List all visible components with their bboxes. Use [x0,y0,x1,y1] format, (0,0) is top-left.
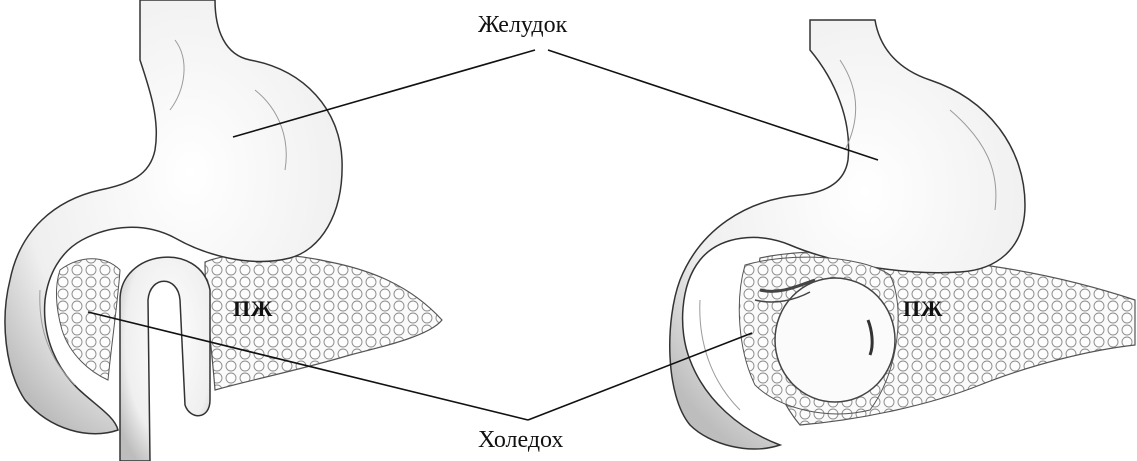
left-figure [5,0,442,461]
pancreas-label-left: ПЖ [233,296,273,322]
resected-lumen-right [775,278,895,402]
right-figure [670,20,1135,449]
common-bile-duct-label: Холедох [478,427,563,454]
pancreas-head-left [56,259,120,380]
pancreas-label-right: ПЖ [903,296,943,322]
intestine-left [120,257,210,461]
stomach-label: Желудок [478,12,567,39]
